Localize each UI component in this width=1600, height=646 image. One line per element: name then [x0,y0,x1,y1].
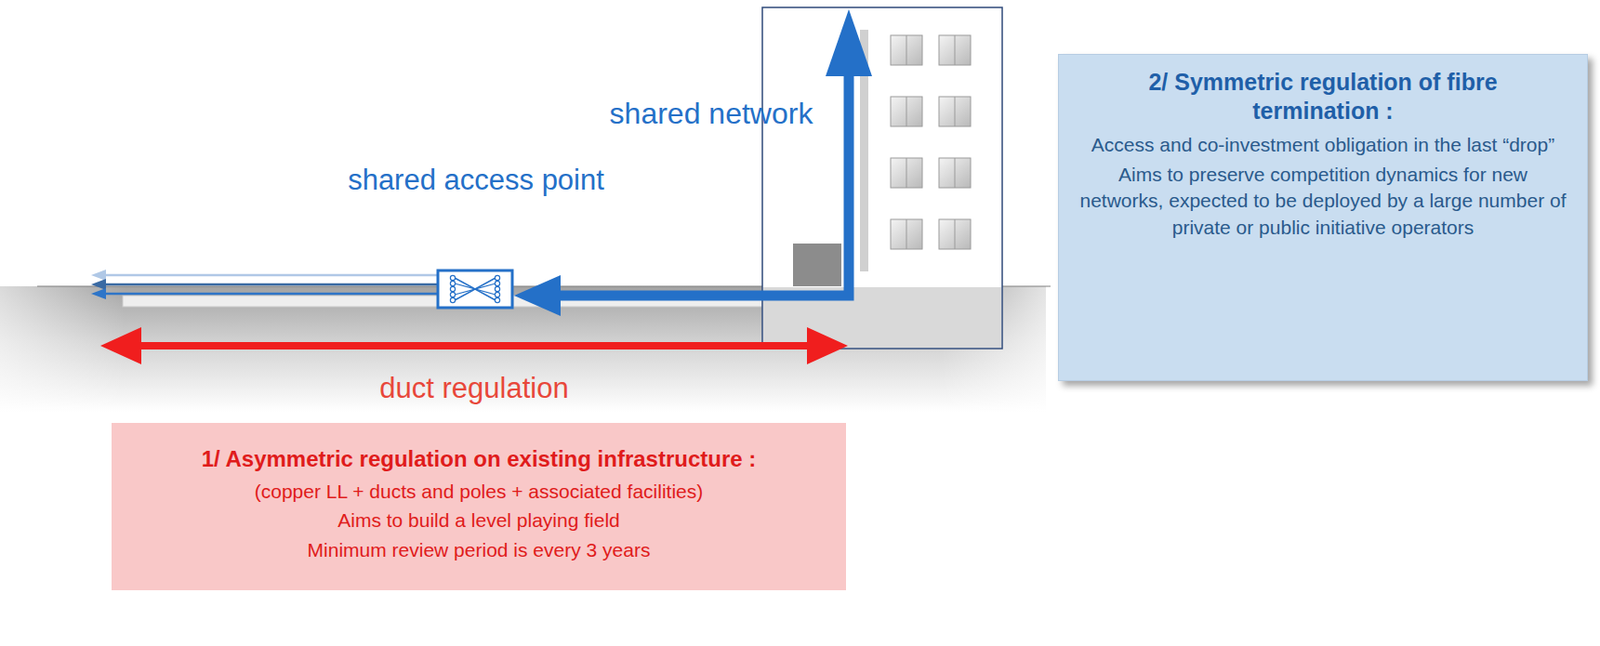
fibre-lines [91,269,437,300]
access-point-label: shared access point [345,163,607,198]
box-text: Aims to preserve competition dynamics fo… [1076,161,1570,241]
duct-label: duct regulation [379,371,569,406]
windows [890,35,971,250]
duct-regulation-arrow [100,327,848,365]
access-point-box [436,268,515,310]
access-point-node: shared access point [345,163,607,310]
shared-network-arrow [514,9,873,317]
building-entrance [793,243,842,287]
box-text: (copper LL + ducts and poles + associate… [254,478,704,505]
box-heading: 2/ Symmetric regulation of fibre termina… [1137,67,1509,127]
box-text: Minimum review period is every 3 years [307,537,651,564]
network-label: shared network [609,96,814,132]
symmetric-regulation-box: 2/ Symmetric regulation of fibre termina… [1057,53,1588,382]
asymmetric-regulation-box: 1/ Asymmetric regulation on existing inf… [111,423,847,591]
duct-pipe [122,295,439,307]
box-text: Access and co-investment obligation in t… [1091,132,1555,159]
box-heading: 1/ Asymmetric regulation on existing inf… [201,445,757,474]
box-text: Aims to build a level playing field [337,507,621,534]
